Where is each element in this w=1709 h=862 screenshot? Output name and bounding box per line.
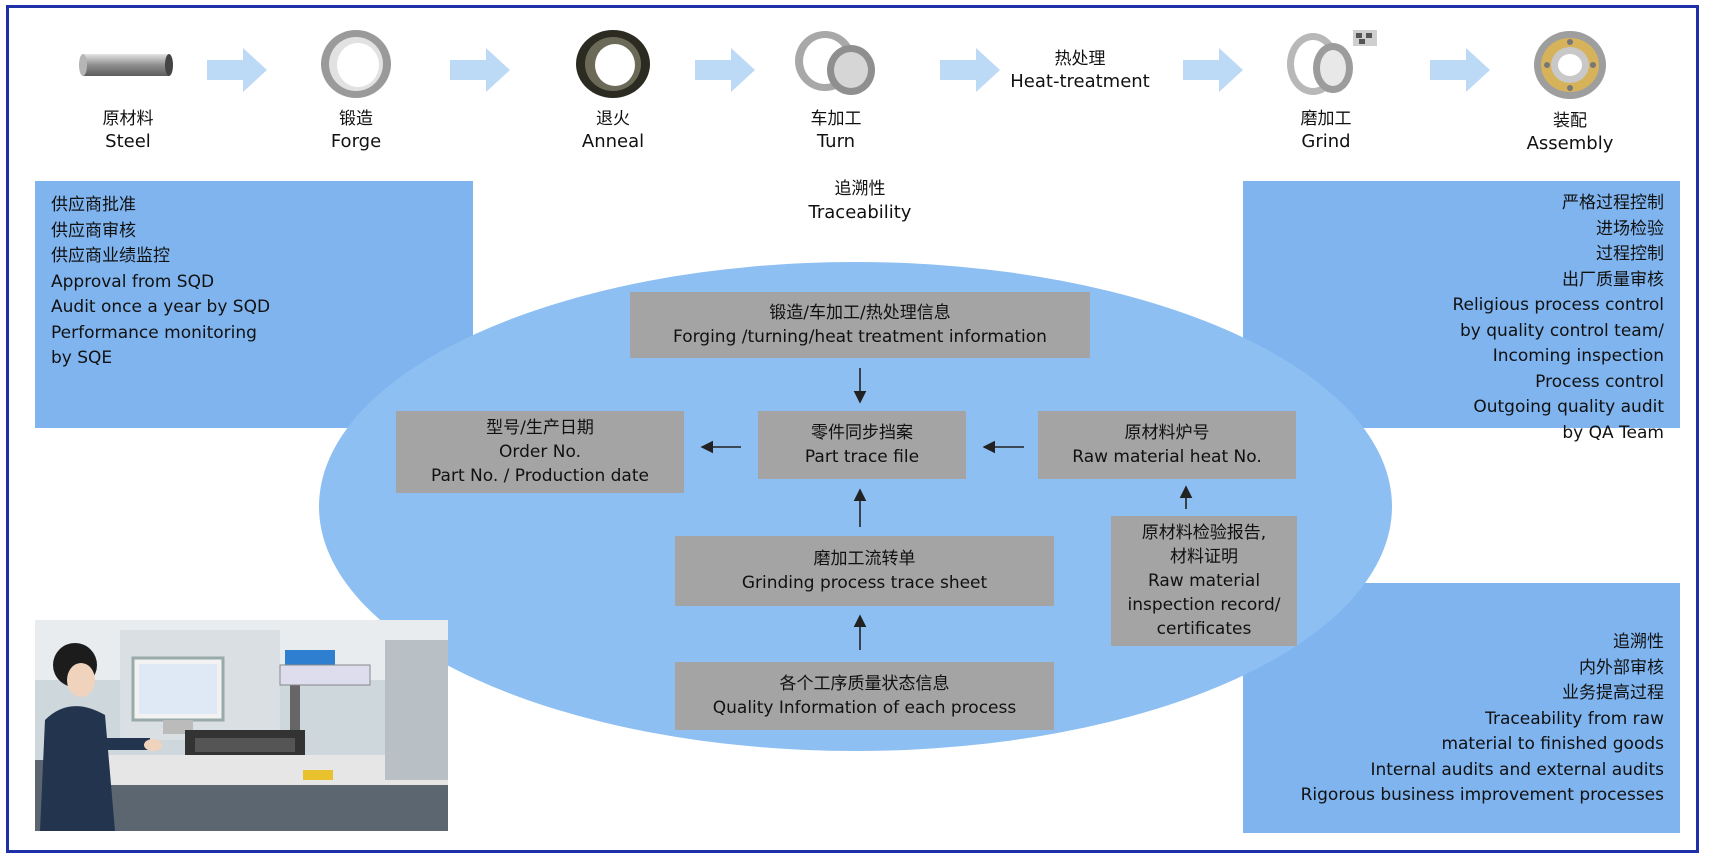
box-line: 零件同步挡案	[811, 423, 913, 443]
flow-arrow-2	[450, 48, 510, 92]
order-box: 型号/生产日期 Order No. Part No. / Production …	[396, 411, 684, 493]
box-line: 型号/生产日期	[486, 418, 594, 438]
forged-ring-icon	[301, 28, 411, 98]
traceability-heading: 追溯性 Traceability	[790, 178, 930, 226]
process-control-line: 过程控制	[1596, 244, 1664, 264]
process-control-line: Religious process control	[1452, 295, 1664, 315]
turned-rings-icon	[781, 28, 891, 98]
stage-grind: 磨加工 Grind	[1251, 28, 1401, 154]
stage-turn: 车加工 Turn	[761, 28, 911, 154]
quality-info-box: 各个工序质量状态信息 Quality Information of each p…	[675, 662, 1054, 730]
supplier-line: Audit once a year by SQD	[51, 297, 271, 317]
box-line: 材料证明	[1170, 547, 1238, 567]
supplier-line: by SQE	[51, 348, 113, 368]
box-line: certificates	[1156, 619, 1252, 639]
stage-assembly-cn: 装配	[1553, 111, 1587, 131]
process-control-line: by quality control team/	[1460, 320, 1664, 341]
supplier-line: Performance monitoring	[51, 322, 257, 343]
process-control-line: 严格过程控制	[1562, 193, 1664, 213]
steel-tube-icon	[73, 28, 183, 98]
audit-line: Rigorous business improvement processes	[1300, 785, 1664, 805]
flow-arrow-1	[207, 48, 267, 92]
stage-anneal: 退火 Anneal	[538, 28, 688, 154]
box-line: 锻造/车加工/热处理信息	[769, 303, 951, 323]
supplier-line: Approval from SQD	[51, 271, 215, 292]
box-line: Part trace file	[804, 447, 920, 467]
supplier-line: 供应商审核	[51, 220, 136, 241]
diagram-frame	[6, 5, 1699, 853]
stage-turn-en: Turn	[816, 131, 856, 152]
grinding-box: 磨加工流转单 Grinding process trace sheet	[675, 536, 1054, 606]
stage-heat-treatment: 热处理 Heat-treatment	[1000, 48, 1160, 94]
process-control-line: Outgoing quality audit	[1473, 397, 1664, 417]
traceability-en: Traceability	[808, 202, 912, 223]
stage-forge-cn: 锻造	[339, 109, 373, 129]
flow-arrow-6	[1430, 48, 1490, 92]
audit-line: Internal audits and external audits	[1370, 759, 1664, 780]
box-line: Quality Information of each process	[712, 698, 1017, 718]
part-trace-box: 零件同步挡案 Part trace file	[758, 411, 966, 479]
stage-steel-en: Steel	[105, 131, 151, 152]
box-line: 各个工序质量状态信息	[779, 674, 950, 694]
stage-assembly: 装配 Assembly	[1495, 30, 1645, 156]
inspection-box: 原材料检验报告, 材料证明 Raw material inspection re…	[1111, 516, 1297, 646]
audit-line: 追溯性	[1613, 632, 1664, 652]
forging-info-box: 锻造/车加工/热处理信息 Forging /turning/heat treat…	[630, 292, 1090, 358]
process-control-line: 出厂质量审核	[1562, 269, 1664, 290]
process-control-line: Incoming inspection	[1492, 346, 1664, 366]
box-line: Forging /turning/heat treatment informat…	[673, 327, 1047, 347]
box-line: Order No.	[499, 442, 581, 462]
ground-rings-icon	[1271, 28, 1381, 98]
box-line: Grinding process trace sheet	[741, 573, 988, 593]
audit-line: 业务提高过程	[1562, 683, 1664, 703]
stage-grind-en: Grind	[1301, 131, 1351, 152]
audit-line: material to finished goods	[1441, 734, 1664, 754]
process-control-line: Process control	[1535, 371, 1664, 392]
bearing-assembly-icon	[1515, 30, 1625, 100]
box-line: 原材料检验报告,	[1141, 523, 1267, 543]
box-line: 磨加工流转单	[813, 549, 916, 569]
flow-arrow-5	[1183, 48, 1243, 92]
stage-grind-cn: 磨加工	[1300, 109, 1352, 129]
process-control-line: 进场检验	[1596, 218, 1664, 239]
stage-anneal-en: Anneal	[581, 131, 645, 152]
audit-line: Traceability from raw	[1485, 708, 1664, 729]
stage-forge-en: Forge	[330, 131, 382, 152]
box-line: Raw material	[1147, 571, 1261, 591]
box-line: 原材料炉号	[1124, 423, 1210, 443]
stage-assembly-en: Assembly	[1526, 133, 1614, 154]
inspection-photo	[35, 620, 448, 831]
stage-anneal-cn: 退火	[596, 109, 630, 129]
box-line: Raw material heat No.	[1072, 447, 1262, 467]
flow-arrow-4	[940, 48, 1000, 92]
stage-turn-cn: 车加工	[810, 109, 862, 129]
stage-forge: 锻造 Forge	[281, 28, 431, 154]
flow-arrow-3	[695, 48, 755, 92]
supplier-line: 供应商批准	[51, 195, 136, 215]
traceability-cn: 追溯性	[834, 179, 886, 199]
supplier-line: 供应商业绩监控	[51, 246, 170, 266]
box-line: inspection record/	[1127, 595, 1281, 615]
box-line: Part No. / Production date	[431, 466, 649, 486]
heat-no-box: 原材料炉号 Raw material heat No.	[1038, 411, 1296, 479]
annealed-ring-icon	[558, 28, 668, 98]
stage-steel-cn: 原材料	[102, 109, 154, 129]
stage-heat-en: Heat-treatment	[1010, 71, 1150, 92]
audit-line: 内外部审核	[1579, 657, 1664, 678]
stage-steel: 原材料 Steel	[53, 28, 203, 154]
stage-heat-cn: 热处理	[1054, 49, 1106, 69]
process-control-line: by QA Team	[1562, 422, 1664, 443]
